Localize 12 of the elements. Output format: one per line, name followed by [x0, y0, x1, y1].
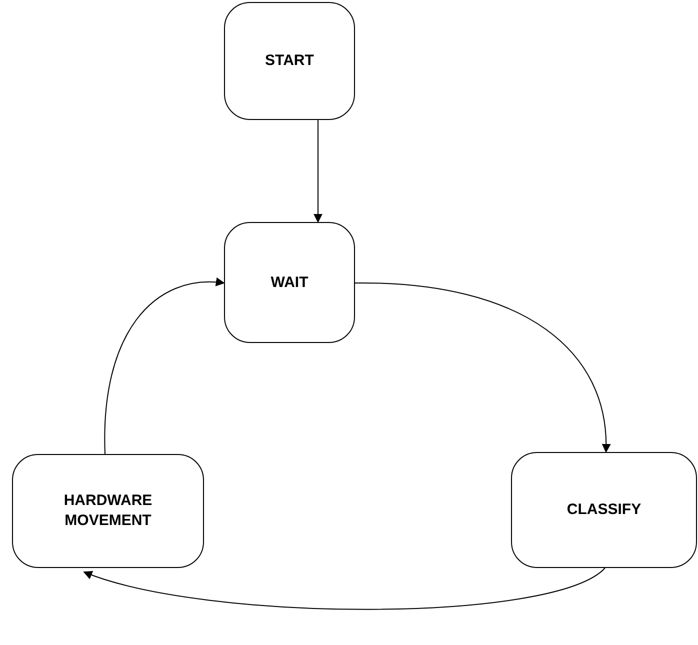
arrow: [314, 120, 322, 223]
arrow: [104, 278, 225, 454]
state-box: [12, 454, 204, 568]
state-label: WAIT: [270, 272, 308, 292]
state-label: CLASSIFY: [566, 500, 642, 520]
state-box: [224, 222, 355, 343]
state-box: [224, 2, 355, 120]
arrow: [83, 568, 606, 610]
state-box: [511, 452, 697, 568]
state-label: HARDWARE MOVEMENT: [62, 491, 154, 531]
state-label: START: [265, 51, 314, 71]
arrow: [354, 282, 610, 453]
